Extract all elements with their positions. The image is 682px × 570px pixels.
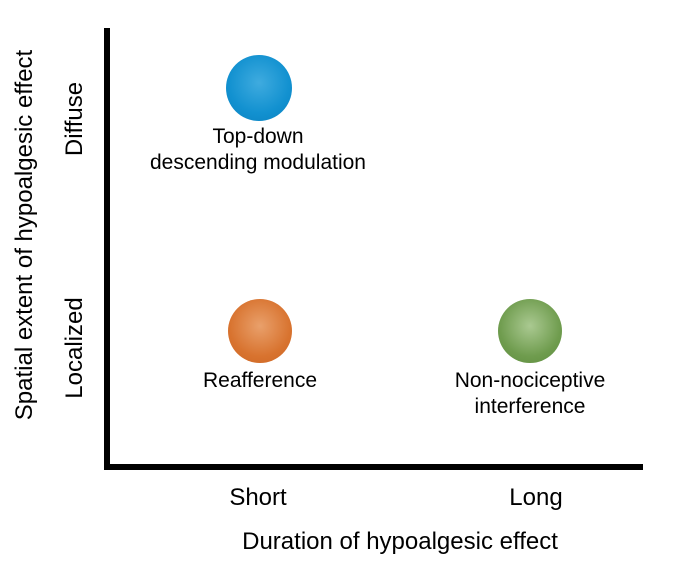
y-axis-title: Spatial extent of hypoalgesic effect	[11, 49, 38, 421]
bubble-label-non-nociceptive-interference: Non-nociceptive interference	[454, 369, 606, 418]
x-tick-long: Long	[509, 484, 563, 511]
bubble-non-nociceptive-interference	[498, 299, 562, 363]
bubble-top-down-descending-modulation	[226, 55, 292, 121]
y-tick-localized: Localized	[61, 297, 88, 399]
bubble-label-reafference: Reafference	[202, 369, 318, 392]
bubble-reafference	[228, 299, 292, 363]
bubble-label-top-down-descending-modulation: Top-down descending modulation	[150, 125, 366, 174]
x-tick-short: Short	[229, 484, 287, 511]
x-axis-title: Duration of hypoalgesic effect	[242, 528, 558, 555]
y-axis-line	[104, 28, 110, 470]
y-tick-diffuse: Diffuse	[61, 81, 88, 157]
x-axis-line	[104, 464, 643, 470]
